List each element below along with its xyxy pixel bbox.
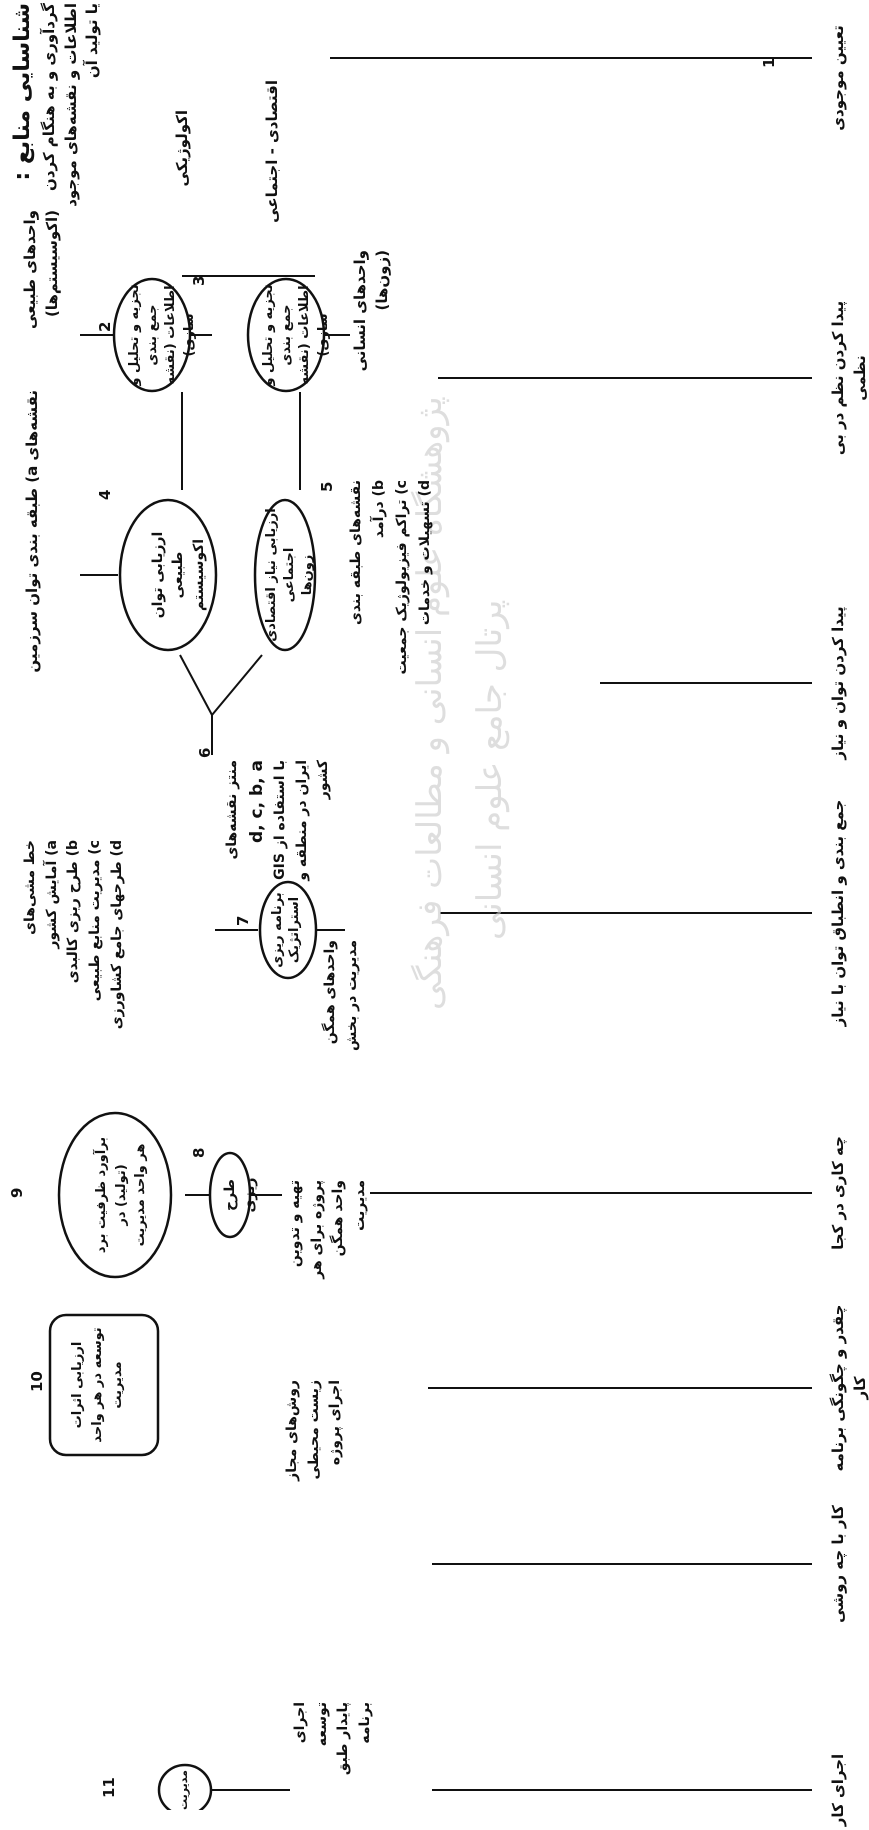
step11-number: 11 [100, 1777, 118, 1798]
step10-below-line: اجرای پروژه [327, 1380, 344, 1466]
step2-unit-label: واحدهای طبیعی (اکوسیستم‌ها) [21, 210, 61, 329]
step11-label: مدیریت [177, 1770, 190, 1810]
step4-node-text: ارزیابی توان طبیعی اکوسیستم [148, 510, 209, 640]
step1-desc-line: یا تولید آن [83, 3, 102, 79]
step6-text-line: کشور [315, 760, 332, 800]
step8-below-line: واحد همگن [330, 1180, 347, 1257]
watermark-line2: پرتال جامع علوم انسانی [470, 599, 510, 940]
step1-number: 1 [760, 57, 778, 68]
step3-text-line: اطلاعات (نقشه سازی) [297, 285, 331, 385]
bottom-label-inventory: تعیین موجودی [829, 25, 847, 131]
step3-unit-label: واحدهای انسانی (زون‌ها) [351, 250, 391, 372]
step4-text-line: اکوسیستم [190, 538, 207, 612]
bottom-label-matching: جمع بندی و انطباق توان با نیاز [829, 799, 847, 1027]
step7-text-line: برنامه ریزی [270, 892, 285, 968]
step4-text-line: ارزیابی توان طبیعی [150, 531, 187, 619]
step10-number: 10 [28, 1371, 46, 1392]
bottom-label-how-much: چقدر و چگونگی برنامه کار [829, 1304, 869, 1472]
step7-text-line: استراتژیک [286, 896, 302, 964]
step9-text-line: برآورد ظرفیت برد (تولید) در [94, 1136, 129, 1254]
step7-plan-line: b) طرح ریزی کالبدی [65, 840, 82, 984]
bottom-label-order: پیدا کردن نظم در بی نظمی [829, 300, 869, 456]
step7-plan-line: a) آمایش کشور [43, 840, 60, 949]
step5-text-line: ارزیابی نیاز اقتصادی اجتماعی [264, 508, 298, 642]
step11-below-line: اجرای [292, 1702, 308, 1744]
bottom-label-method: کار با چه روشی [829, 1505, 847, 1623]
step2-number: 2 [96, 321, 114, 332]
step6-text-line: منتز نقشه‌های [224, 760, 240, 860]
step2-text-line: تجزیه و تحلیل و جمع بندی [127, 284, 161, 386]
node-ellipse-step2 [112, 277, 192, 393]
step10-text-line: مدیریت [110, 1361, 126, 1409]
step7-plan-line: d) طرحهای جامع کشاورزی [108, 840, 125, 1030]
step10-below-line: روش‌های مجاز [284, 1380, 300, 1481]
node-ellipse-step5 [253, 498, 317, 652]
step8-below-line: تهیه و تدوین [287, 1180, 303, 1268]
node-ellipse-step7 [258, 880, 318, 980]
step7-unit-line: مدیریت در بخش [343, 940, 360, 1051]
step8-below-line: پروژه برای هر [308, 1180, 325, 1279]
bottom-label-execution: اجرای کار [829, 1753, 847, 1827]
bottom-label-what-where: چه کاری در کجا [829, 1136, 847, 1250]
step3-node-text: تجزیه و تحلیل و جمع بندی اطلاعات (نقشه س… [260, 280, 333, 390]
step5-node-text: ارزیابی نیاز اقتصادی اجتماعی زون‌ها [263, 505, 318, 645]
step8-below-line: مدیریت [352, 1180, 369, 1231]
step11-below-line: پایدار طبق [335, 1702, 352, 1776]
bottom-label-capacity-need: پیدا کردن توان و نیاز [829, 606, 847, 760]
step7-plans: خط مشی‌های a) آمایش کشور b) طرح ریزی کال… [20, 840, 128, 1030]
step11-below-line: برنامه [357, 1702, 374, 1744]
step6-number: 6 [196, 747, 214, 758]
node-ellipse-step9 [57, 1111, 173, 1279]
node-ellipse-step3 [246, 277, 326, 393]
step7-unit-line: واحدهای همگن [322, 940, 338, 1045]
step4-number: 4 [96, 489, 114, 500]
step10-text-line: توسعه در هر واحد [90, 1327, 106, 1443]
step5-number: 5 [318, 481, 336, 492]
step5-map-line: c) تراکم فیزیولوژیک جمعیت [394, 480, 411, 675]
step11-below: اجرای توسعه پایدار طبق برنامه [290, 1702, 377, 1802]
step8-label: طرح ریزی [222, 1177, 259, 1213]
step3-text-line: تجزیه و تحلیل و جمع بندی [261, 284, 295, 386]
step7-node-text: برنامه ریزی استراتژیک [270, 890, 304, 970]
node-circle-step11 [157, 1763, 213, 1810]
step6-text-line: d, c, b, a [246, 760, 267, 844]
step5-text-line: زون‌ها [300, 554, 316, 596]
step4-note: نقشه‌های a) طبقه بندی توان سرزمین [23, 390, 41, 673]
step10-below: روش‌های مجاز زیست محیطی اجرای پروژه [282, 1380, 347, 1490]
step5-map-line: d) تسهیلات و خدمات [417, 480, 434, 626]
step8-number: 8 [190, 1147, 208, 1158]
step8-below: تهیه و تدوین پروژه برای هر واحد همگن مدی… [285, 1180, 372, 1290]
step2-text-line: اطلاعات (نقشه سازی) [163, 285, 197, 385]
step11-below-line: توسعه [313, 1702, 330, 1747]
step5-maps: نقشه‌های طبقه بندی b) درآمد c) تراکم فیز… [345, 480, 437, 730]
step10-node-text: ارزیابی اثرات توسعه در هر واحد مدیریت [68, 1320, 128, 1450]
step9-number: 9 [8, 1187, 26, 1198]
step9-node-text: برآورد ظرفیت برد (تولید) در هر واحد مدیر… [92, 1120, 151, 1270]
node-ellipse-step8 [208, 1151, 252, 1239]
step3-tag: اقتصادی - اجتماعی [263, 80, 281, 223]
node-ellipse-step4 [118, 498, 218, 652]
step7-plan-line: خط مشی‌های [22, 840, 38, 935]
step7-plan-line: c) مدیریت منابع طبیعی [87, 840, 104, 1002]
node-box-step10 [48, 1313, 160, 1457]
step10-text-line: ارزیابی اثرات [70, 1341, 85, 1429]
step10-below-line: زیست محیطی [305, 1380, 322, 1480]
step7-units: واحدهای همگن مدیریت در بخش [320, 940, 363, 1090]
step2-tag: اکولوژیکی [173, 110, 191, 187]
step2-node-text: تجزیه و تحلیل و جمع بندی اطلاعات (نقشه س… [126, 280, 199, 390]
step7-number: 7 [234, 915, 252, 926]
step1-desc-line: اطلاعات و نقشه‌های موجود [61, 3, 80, 207]
step3-number: 3 [190, 275, 208, 286]
step5-map-line: b) درآمد [371, 480, 388, 539]
step9-text-line: هر واحد مدیریت [133, 1143, 148, 1247]
step5-map-line: نقشه‌های طبقه بندی [348, 480, 364, 625]
